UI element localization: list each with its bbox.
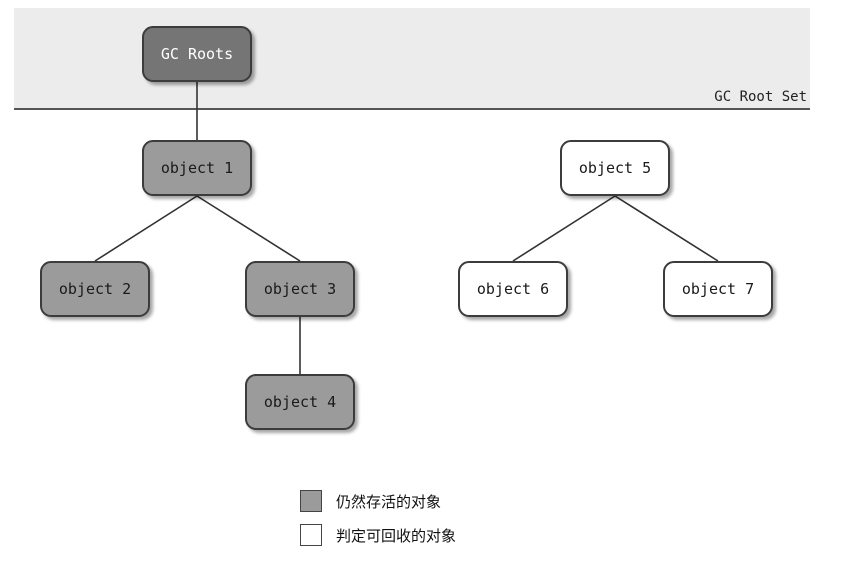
object-3-node: object 3 xyxy=(245,261,355,317)
edge-object1-object2 xyxy=(94,195,198,262)
legend-item-reclaimable: 判定可回收的对象 xyxy=(300,518,456,552)
legend-swatch-alive xyxy=(300,490,322,512)
object-2-node: object 2 xyxy=(40,261,150,317)
object-4-node: object 4 xyxy=(245,374,355,430)
edge-object5-object6 xyxy=(512,195,616,262)
legend-swatch-reclaimable xyxy=(300,524,322,546)
object-7-node: object 7 xyxy=(663,261,773,317)
gc-root-set-label: GC Root Set xyxy=(714,89,807,105)
object-6-node: object 6 xyxy=(458,261,568,317)
legend-item-alive: 仍然存活的对象 xyxy=(300,484,456,518)
edge-object5-object7 xyxy=(614,195,719,262)
edge-object1-object3 xyxy=(196,195,301,262)
object-5-node: object 5 xyxy=(560,140,670,196)
legend-label-reclaimable: 判定可回收的对象 xyxy=(336,526,457,545)
object-1-node: object 1 xyxy=(142,140,252,196)
legend: 仍然存活的对象 判定可回收的对象 xyxy=(300,484,456,552)
legend-label-alive: 仍然存活的对象 xyxy=(336,492,442,511)
gc-roots-node: GC Roots xyxy=(142,26,252,82)
